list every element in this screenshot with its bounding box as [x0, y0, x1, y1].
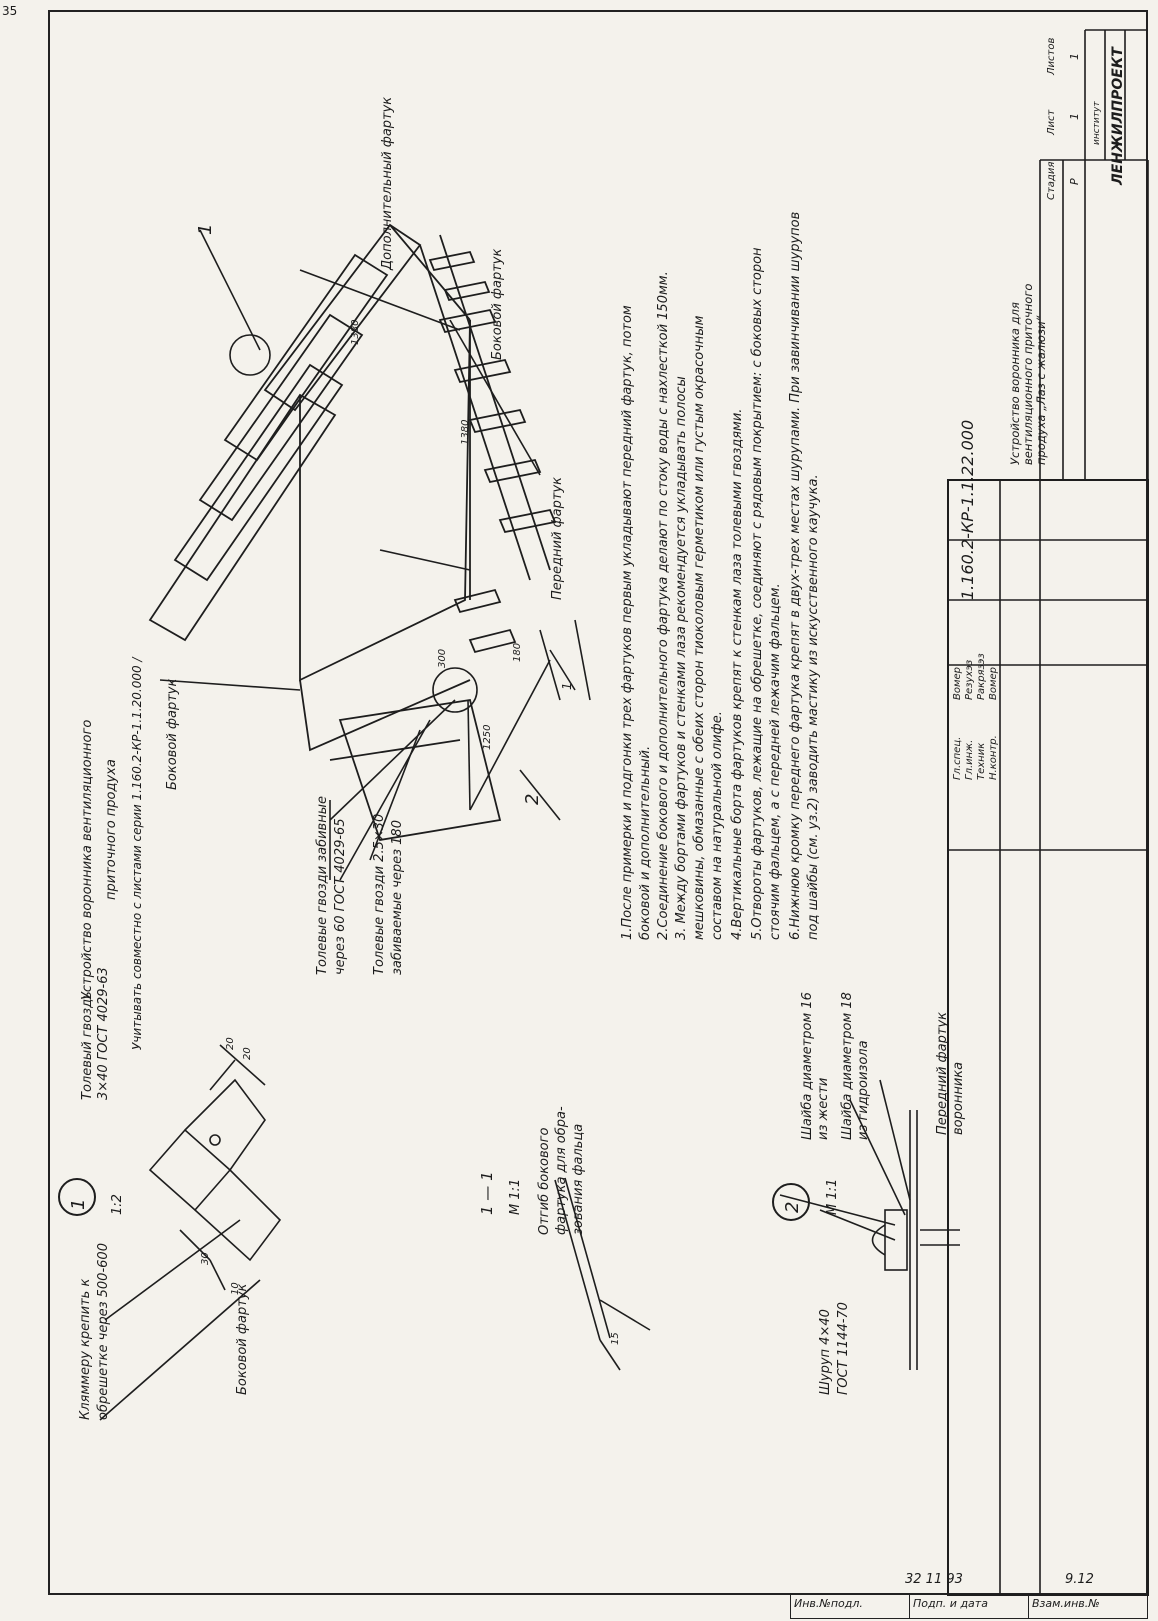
stage-value: Р — [1068, 178, 1081, 185]
note-line-1: 1.После примерки и подгонки трех фартуко… — [620, 305, 635, 940]
dim-300: 300 — [437, 648, 448, 668]
note-line-2: боковой и дополнительный. — [638, 745, 653, 940]
stage-header: Стадия — [1046, 161, 1057, 200]
name-4: Вомер — [988, 666, 999, 700]
name-3: Ракрязэз — [976, 653, 987, 700]
note-line-6: составом на натуральной олифе. — [710, 711, 725, 940]
nails-note-2b: забиваемые через 180 — [390, 820, 405, 975]
detail-2-screw: Шуруп 4×40 — [818, 1309, 833, 1395]
side-apron-top-label: Боковой фартук — [165, 678, 180, 790]
sheet-header: Лист — [1046, 109, 1057, 135]
callout-1-label: 1 — [195, 223, 216, 235]
detail-1-nail: Толевый гвоздь — [80, 991, 95, 1100]
stamp-inv: Инв.№подл. — [791, 1595, 910, 1618]
bottom-stamp-strip: Инв.№подл. Подп. и дата Взам.инв.№ — [790, 1595, 1148, 1619]
front-apron-label: Передний фартук — [550, 477, 565, 600]
section-1-1-scale: М 1:1 — [508, 1178, 523, 1215]
institute-label: институт — [1092, 101, 1102, 145]
detail-1-nail-spec: 3×40 ГОСТ 4029-63 — [96, 967, 111, 1100]
section-1-1-line2: фартука для обра- — [554, 1106, 569, 1235]
dim-1380-a: 1380 — [350, 319, 361, 345]
note-line-5: мешковины, обмазанные с обеих сторон тио… — [692, 315, 707, 940]
detail-1-dim-30: 30 — [200, 1252, 211, 1265]
detail-2-front-apron-b: воронника — [951, 1061, 966, 1135]
section-1-1-line3: зования фальца — [571, 1123, 586, 1235]
dim-1250: 1250 — [482, 724, 493, 750]
detail-1-dim-20b: 20 — [242, 1047, 253, 1060]
nails-note-1b: через 60 ГОСТ 4029-65 — [333, 818, 348, 975]
detail-1-clamp-2: обрешетке через 500-600 — [96, 1243, 111, 1420]
stamp-repl: Взам.инв.№ — [1032, 1597, 1100, 1610]
detail-2-washer-2b: из гидроизола — [856, 1040, 871, 1140]
detail-2-front-apron: Передний фартук — [935, 1012, 950, 1135]
detail-2-scale: М 1:1 — [825, 1178, 840, 1215]
main-title-line1: Устройство воронника вентиляционного — [80, 719, 95, 1000]
name-1: Вомер — [952, 666, 963, 700]
title-line-1: Устройство воронника для — [1008, 302, 1022, 465]
section-1-1-line1: Отгиб бокового — [537, 1127, 552, 1235]
sheet-corner-number: 35 — [2, 4, 18, 18]
detail-1-side-apron: Боковой фартук — [235, 1283, 250, 1395]
detail-1-dim-10: 10 — [230, 1282, 241, 1295]
main-title-note: Учитывать совместно с листами серии 1.16… — [130, 657, 144, 1050]
stamp-value-1: 32 11 93 — [905, 1572, 963, 1587]
sheet-value: 1 — [1068, 113, 1081, 120]
dim-180: 180 — [512, 642, 523, 662]
nails-note-1: Толевые гвозди забивные — [315, 796, 330, 975]
detail-2-number: 2 — [782, 1201, 803, 1213]
role-1: Гл.спец. — [952, 736, 963, 780]
designation: 1.160.2-КР-1.1.22.000 — [958, 419, 977, 600]
detail-2-screw-b: ГОСТ 1144-70 — [836, 1302, 851, 1395]
section-1-1-dim-15: 15 — [610, 1332, 621, 1345]
note-line-9: стоячим фальцем, а с передней лежачим фа… — [768, 583, 783, 940]
detail-1-dim-20: 20 — [225, 1037, 236, 1050]
detail-2-washer-2: Шайба диаметром 18 — [840, 992, 855, 1140]
detail-1-number: 1 — [68, 1198, 89, 1210]
nails-note-2: Толевые гвозди 2.5×30 — [372, 813, 387, 975]
section-1-1-title: 1 — 1 — [478, 1171, 496, 1215]
detail-2-washer-1b: из жести — [816, 1077, 831, 1140]
detail-1-scale: 1:2 — [110, 1194, 125, 1215]
additional-apron-label: Дополнительный фартук — [380, 96, 395, 270]
note-line-4: 3. Между бортами фартуков и стенками лаз… — [674, 376, 689, 940]
stamp-sign: Подп. и дата — [910, 1595, 1029, 1618]
sheets-value: 1 — [1068, 53, 1081, 60]
title-line-3: продуха „Лаз с жалюзи“ — [1034, 315, 1048, 465]
title-line-2: вентиляционного приточного — [1021, 283, 1035, 465]
dim-1380-b: 1380 — [460, 419, 471, 445]
institute-name: ЛЕНЖИЛПРОЕКТ — [1110, 47, 1126, 185]
role-3: Техник — [976, 742, 987, 780]
stamp-value-2: 9.12 — [1065, 1572, 1094, 1587]
detail-2-washer-1: Шайба диаметром 16 — [800, 992, 815, 1140]
note-line-8: 5.Отвороты фартуков, лежащие на обрешетк… — [750, 247, 765, 940]
role-2: Гл.инж. — [964, 739, 975, 780]
role-4: Н.контр. — [988, 735, 999, 780]
note-line-3: 2.Соединение бокового и дополнительного … — [656, 271, 671, 940]
main-title-line2: приточного продуха — [104, 759, 119, 900]
sheets-header: Листов — [1046, 37, 1057, 75]
detail-1-clamp-1: Кляммеру крепить к — [78, 1278, 93, 1420]
note-line-11: под шайбы (см. уз.2) заводить мастику из… — [806, 474, 821, 940]
name-2: Резухэз — [964, 659, 975, 700]
side-apron-right-label: Боковой фартук — [490, 248, 505, 360]
note-line-7: 4.Вертикальные борта фартуков крепят к с… — [730, 408, 745, 940]
callout-2-label: 2 — [522, 793, 543, 805]
note-line-10: 6.Нижнюю кромку переднего фартука крепят… — [788, 211, 803, 940]
section-mark: 1 — [560, 682, 574, 690]
